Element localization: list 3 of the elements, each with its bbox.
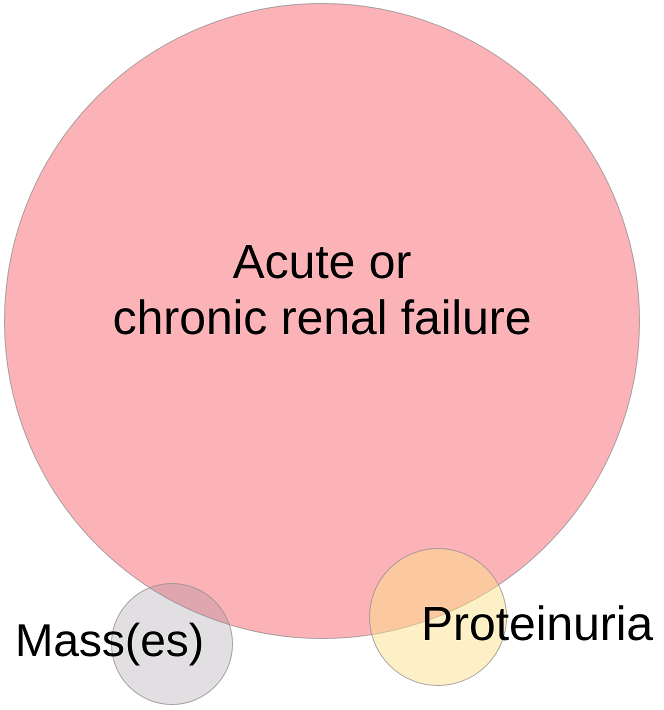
circle-label: Mass(es) bbox=[15, 614, 204, 667]
circle-label: Acute or chronic renal failure bbox=[112, 235, 532, 347]
circle-label: Proteinuria bbox=[421, 597, 654, 652]
